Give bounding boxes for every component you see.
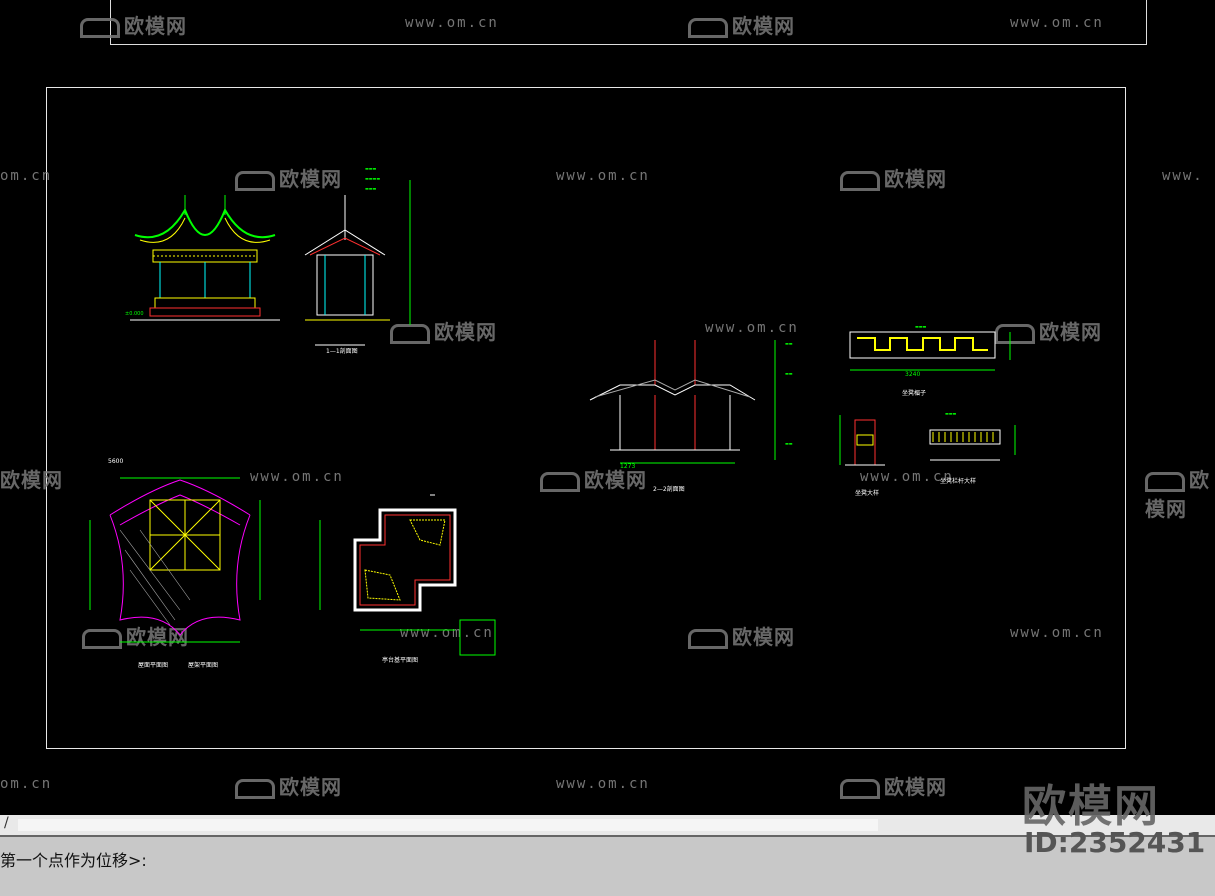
dim-5600: 5600 xyxy=(108,458,124,465)
section-2-2-drawing[interactable]: ▬▬ ▬▬ ▬▬ xyxy=(580,335,810,485)
watermark-logo: 欧模网 xyxy=(80,10,187,39)
watermark-site: www.om.cn xyxy=(1010,15,1104,31)
svg-text:▬▬: ▬▬ xyxy=(785,341,793,346)
command-prompt[interactable]: 第一个点作为位移>: xyxy=(0,851,147,870)
dim-3240: 3240 xyxy=(905,371,921,378)
watermark-logo: 欧模网 xyxy=(82,621,189,650)
bench-detail-drawing[interactable]: ▬▬▬ xyxy=(835,400,1035,480)
command-separator: / xyxy=(4,815,9,831)
command-history-bar: / xyxy=(0,815,1215,837)
dim-1273: 1273 xyxy=(620,463,636,470)
watermark-logo: 欧模网 xyxy=(235,163,342,192)
svg-text:▬▬▬: ▬▬▬ xyxy=(365,186,377,191)
sofa-icon xyxy=(688,17,728,38)
command-history-line xyxy=(18,819,878,831)
svg-text:▬▬: ▬▬ xyxy=(785,441,793,446)
command-line-panel[interactable]: 第一个点作为位移>: xyxy=(0,837,1215,896)
watermark-logo: 欧模网 xyxy=(840,771,947,800)
svg-text:▬▬: ▬▬ xyxy=(785,371,793,376)
watermark-site: www.om.cn xyxy=(556,776,650,792)
svg-text:▬▬▬: ▬▬▬ xyxy=(915,324,927,329)
sofa-icon xyxy=(80,17,120,38)
roof-plan-drawing[interactable] xyxy=(80,470,280,655)
watermark-site: www.om.cn xyxy=(556,168,650,184)
label-railing-detail: 坐凳栏杆大样 xyxy=(940,478,977,485)
watermark-logo: 欧模网 xyxy=(0,468,63,492)
watermark-logo: 欧模网 xyxy=(1145,468,1210,521)
svg-text:▬▬▬: ▬▬▬ xyxy=(365,166,377,171)
pavilion-elevation-drawing[interactable]: ±0.000 xyxy=(125,190,285,340)
pavilion-base-plan-drawing[interactable] xyxy=(310,490,510,660)
drawing-canvas[interactable]: 欧模网 www.om.cn 欧模网 www.om.cn om.cn 欧模网 ww… xyxy=(0,0,1215,815)
sofa-icon xyxy=(840,778,880,799)
sofa-icon xyxy=(688,628,728,649)
watermark-logo: 欧模网 xyxy=(840,163,947,192)
watermark-site: www. xyxy=(1162,168,1204,184)
watermark-site: www.om.cn xyxy=(405,15,499,31)
watermark-site: www.om.cn xyxy=(1010,625,1104,641)
label-bench-detail: 坐凳大样 xyxy=(855,490,880,497)
label-section-2-2: 2—2剖面图 xyxy=(653,486,685,493)
title-block-frame xyxy=(110,0,1147,45)
label-section-1-1: 1—1剖面图 xyxy=(326,348,358,355)
watermark-logo: 欧模网 xyxy=(235,771,342,800)
watermark-logo: 欧模网 xyxy=(540,464,647,493)
sheet-border xyxy=(46,87,1126,749)
sofa-icon xyxy=(82,628,122,649)
watermark-logo: 欧模网 xyxy=(688,10,795,39)
watermark-site: om.cn xyxy=(0,776,53,792)
svg-text:▬▬▬▬: ▬▬▬▬ xyxy=(365,176,380,181)
sofa-icon xyxy=(995,323,1035,344)
watermark-site: om.cn xyxy=(0,168,53,184)
sofa-icon xyxy=(235,170,275,191)
watermark-site: www.om.cn xyxy=(400,625,494,641)
corner-watermark-logo: 欧模网 xyxy=(1022,781,1160,832)
corner-watermark-id: ID:2352431 xyxy=(1024,826,1206,859)
watermark-site: www.om.cn xyxy=(250,469,344,485)
svg-text:▬▬▬: ▬▬▬ xyxy=(945,411,957,416)
section-1-1-drawing[interactable]: ▬▬▬ ▬▬▬▬ ▬▬▬ xyxy=(295,160,440,360)
sofa-icon xyxy=(840,170,880,191)
label-roof-plan: 屋面平面图 xyxy=(138,662,169,669)
sofa-icon xyxy=(540,471,580,492)
svg-text:±0.000: ±0.000 xyxy=(125,311,144,317)
watermark-logo: 欧模网 xyxy=(688,621,795,650)
watermark-site: www.om.cn xyxy=(705,320,799,336)
sofa-icon xyxy=(235,778,275,799)
watermark-site: www.om.cn xyxy=(860,469,954,485)
watermark-logo: 欧模网 xyxy=(995,316,1102,345)
railing-elevation-drawing[interactable]: ▬▬▬ xyxy=(845,320,1035,390)
sofa-icon xyxy=(1145,471,1185,492)
label-railing: 坐凳楣子 xyxy=(902,390,927,397)
label-base-plan: 亭台基平面图 xyxy=(382,657,419,664)
label-roof-frame-plan: 屋架平面图 xyxy=(188,662,219,669)
